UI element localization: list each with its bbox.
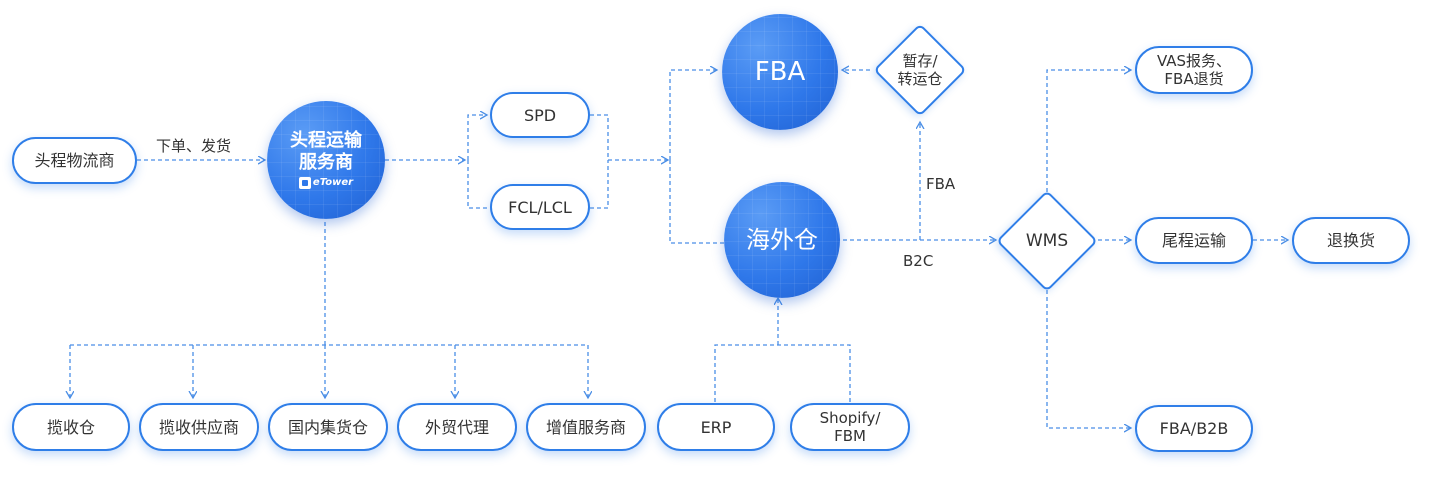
node-trade-agent: 外贸代理 <box>397 403 517 451</box>
label-order-ship: 下单、发货 <box>156 137 232 155</box>
node-fba: FBA <box>722 14 838 130</box>
node-overseas-warehouse: 海外仓 <box>724 182 840 298</box>
node-erp: ERP <box>657 403 775 451</box>
node-head-transport-service: 头程运输 服务商 eTower <box>267 101 385 219</box>
edge-wms-down <box>1046 290 1131 428</box>
fba-label: FBA <box>754 57 806 87</box>
node-return-exchange: 退换货 <box>1292 217 1410 264</box>
node-consolidation-warehouse: 揽收仓 <box>12 403 130 451</box>
etower-logo-text: eTower <box>312 177 354 188</box>
head-transport-service-label: 头程运输 服务商 <box>290 130 362 173</box>
label-b2c-edge: B2C <box>903 252 934 270</box>
node-head-logistics: 头程物流商 <box>12 137 137 184</box>
node-fba-b2b: FBA/B2B <box>1135 405 1253 452</box>
edge-erp-up <box>714 344 851 402</box>
edge-branch-upper <box>467 115 487 160</box>
edge-fcl-out <box>590 160 609 209</box>
overseas-warehouse-label: 海外仓 <box>746 226 818 254</box>
node-domestic-warehouse: 国内集货仓 <box>268 403 388 451</box>
node-spd: SPD <box>490 92 590 138</box>
node-vas-returns: VAS报务、 FBA退货 <box>1135 46 1253 94</box>
etower-logo-icon: eTower <box>298 176 354 190</box>
label-fba-edge: FBA <box>926 175 956 193</box>
etower-logo-mark <box>298 177 311 189</box>
edge-branch-lower <box>467 160 487 209</box>
wms-label: WMS <box>1025 231 1069 251</box>
node-last-mile: 尾程运输 <box>1135 217 1253 264</box>
edge-spd-out <box>590 114 609 160</box>
node-pickup-supplier: 揽收供应商 <box>139 403 259 451</box>
edge-wms-up <box>1046 70 1131 192</box>
node-wms: WMS <box>996 190 1098 292</box>
edge-split-to-fba <box>669 70 717 160</box>
node-fcl-lcl: FCL/LCL <box>490 184 590 230</box>
node-shopify-fbm: Shopify/ FBM <box>790 403 910 451</box>
temp-storage-label: 暂存/ 转运仓 <box>897 52 943 88</box>
node-temp-storage: 暂存/ 转运仓 <box>872 22 968 118</box>
edge-split-to-overseas <box>669 160 725 244</box>
node-vas-provider: 增值服务商 <box>526 403 646 451</box>
